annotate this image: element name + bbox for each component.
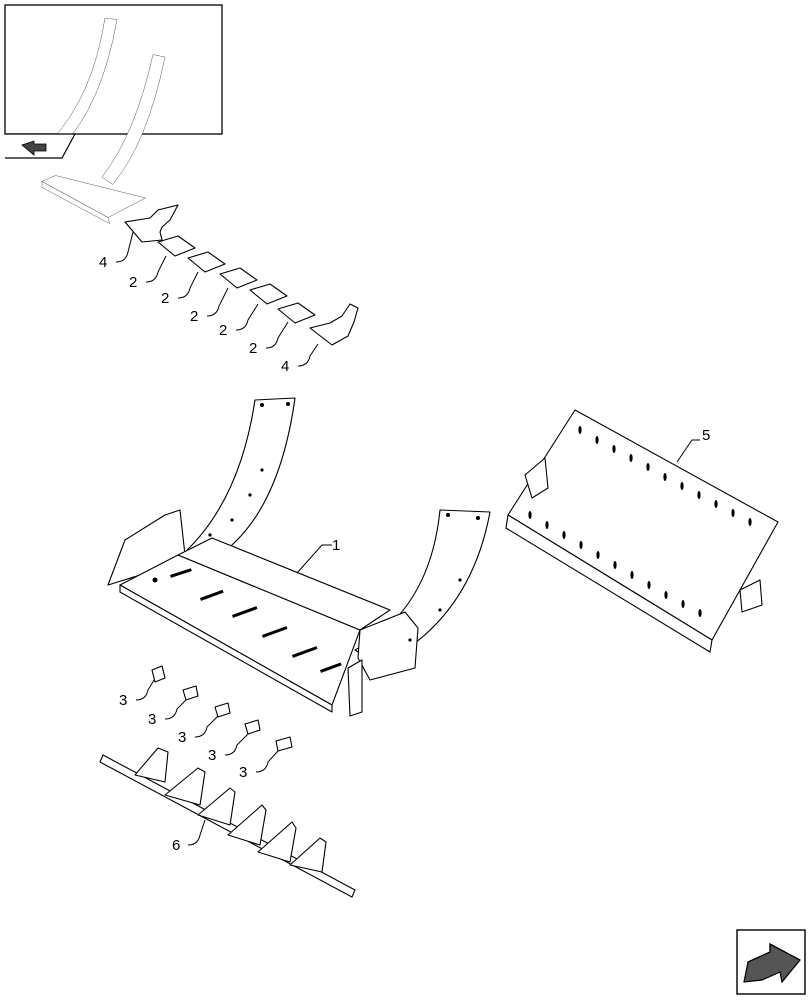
leader-lines: [115, 231, 700, 846]
top-plate-set: [124, 204, 359, 346]
callout-c2b: 2: [161, 290, 169, 307]
callout-c3b: 3: [148, 711, 156, 728]
callout-labels: 4 2 2 2 2 2 4 1 5 3 3 3 3 3 6: [99, 254, 710, 854]
callout-c2c: 2: [190, 308, 198, 325]
callout-c4b: 4: [281, 358, 289, 375]
callout-c2e: 2: [249, 340, 257, 357]
perforated-panel: [505, 409, 779, 653]
callout-c3a: 3: [119, 692, 127, 709]
thumbnail-arrow-icon: [21, 140, 47, 156]
callout-c2d: 2: [219, 322, 227, 339]
callout-c4a: 4: [99, 254, 107, 271]
callout-c3c: 3: [178, 729, 186, 746]
overview-thumbnail[interactable]: [4, 4, 223, 224]
callout-c1: 1: [332, 537, 340, 554]
callout-c3e: 3: [239, 764, 247, 781]
callout-c5: 5: [702, 427, 710, 444]
callout-c6: 6: [172, 837, 180, 854]
next-page-arrow-icon: [743, 943, 801, 984]
next-page-button[interactable]: [736, 929, 806, 995]
flight-shaft: [99, 747, 356, 898]
clip-set: [151, 665, 293, 752]
main-frame: [107, 397, 491, 717]
callout-c2a: 2: [129, 274, 137, 291]
callout-c3d: 3: [208, 747, 216, 764]
